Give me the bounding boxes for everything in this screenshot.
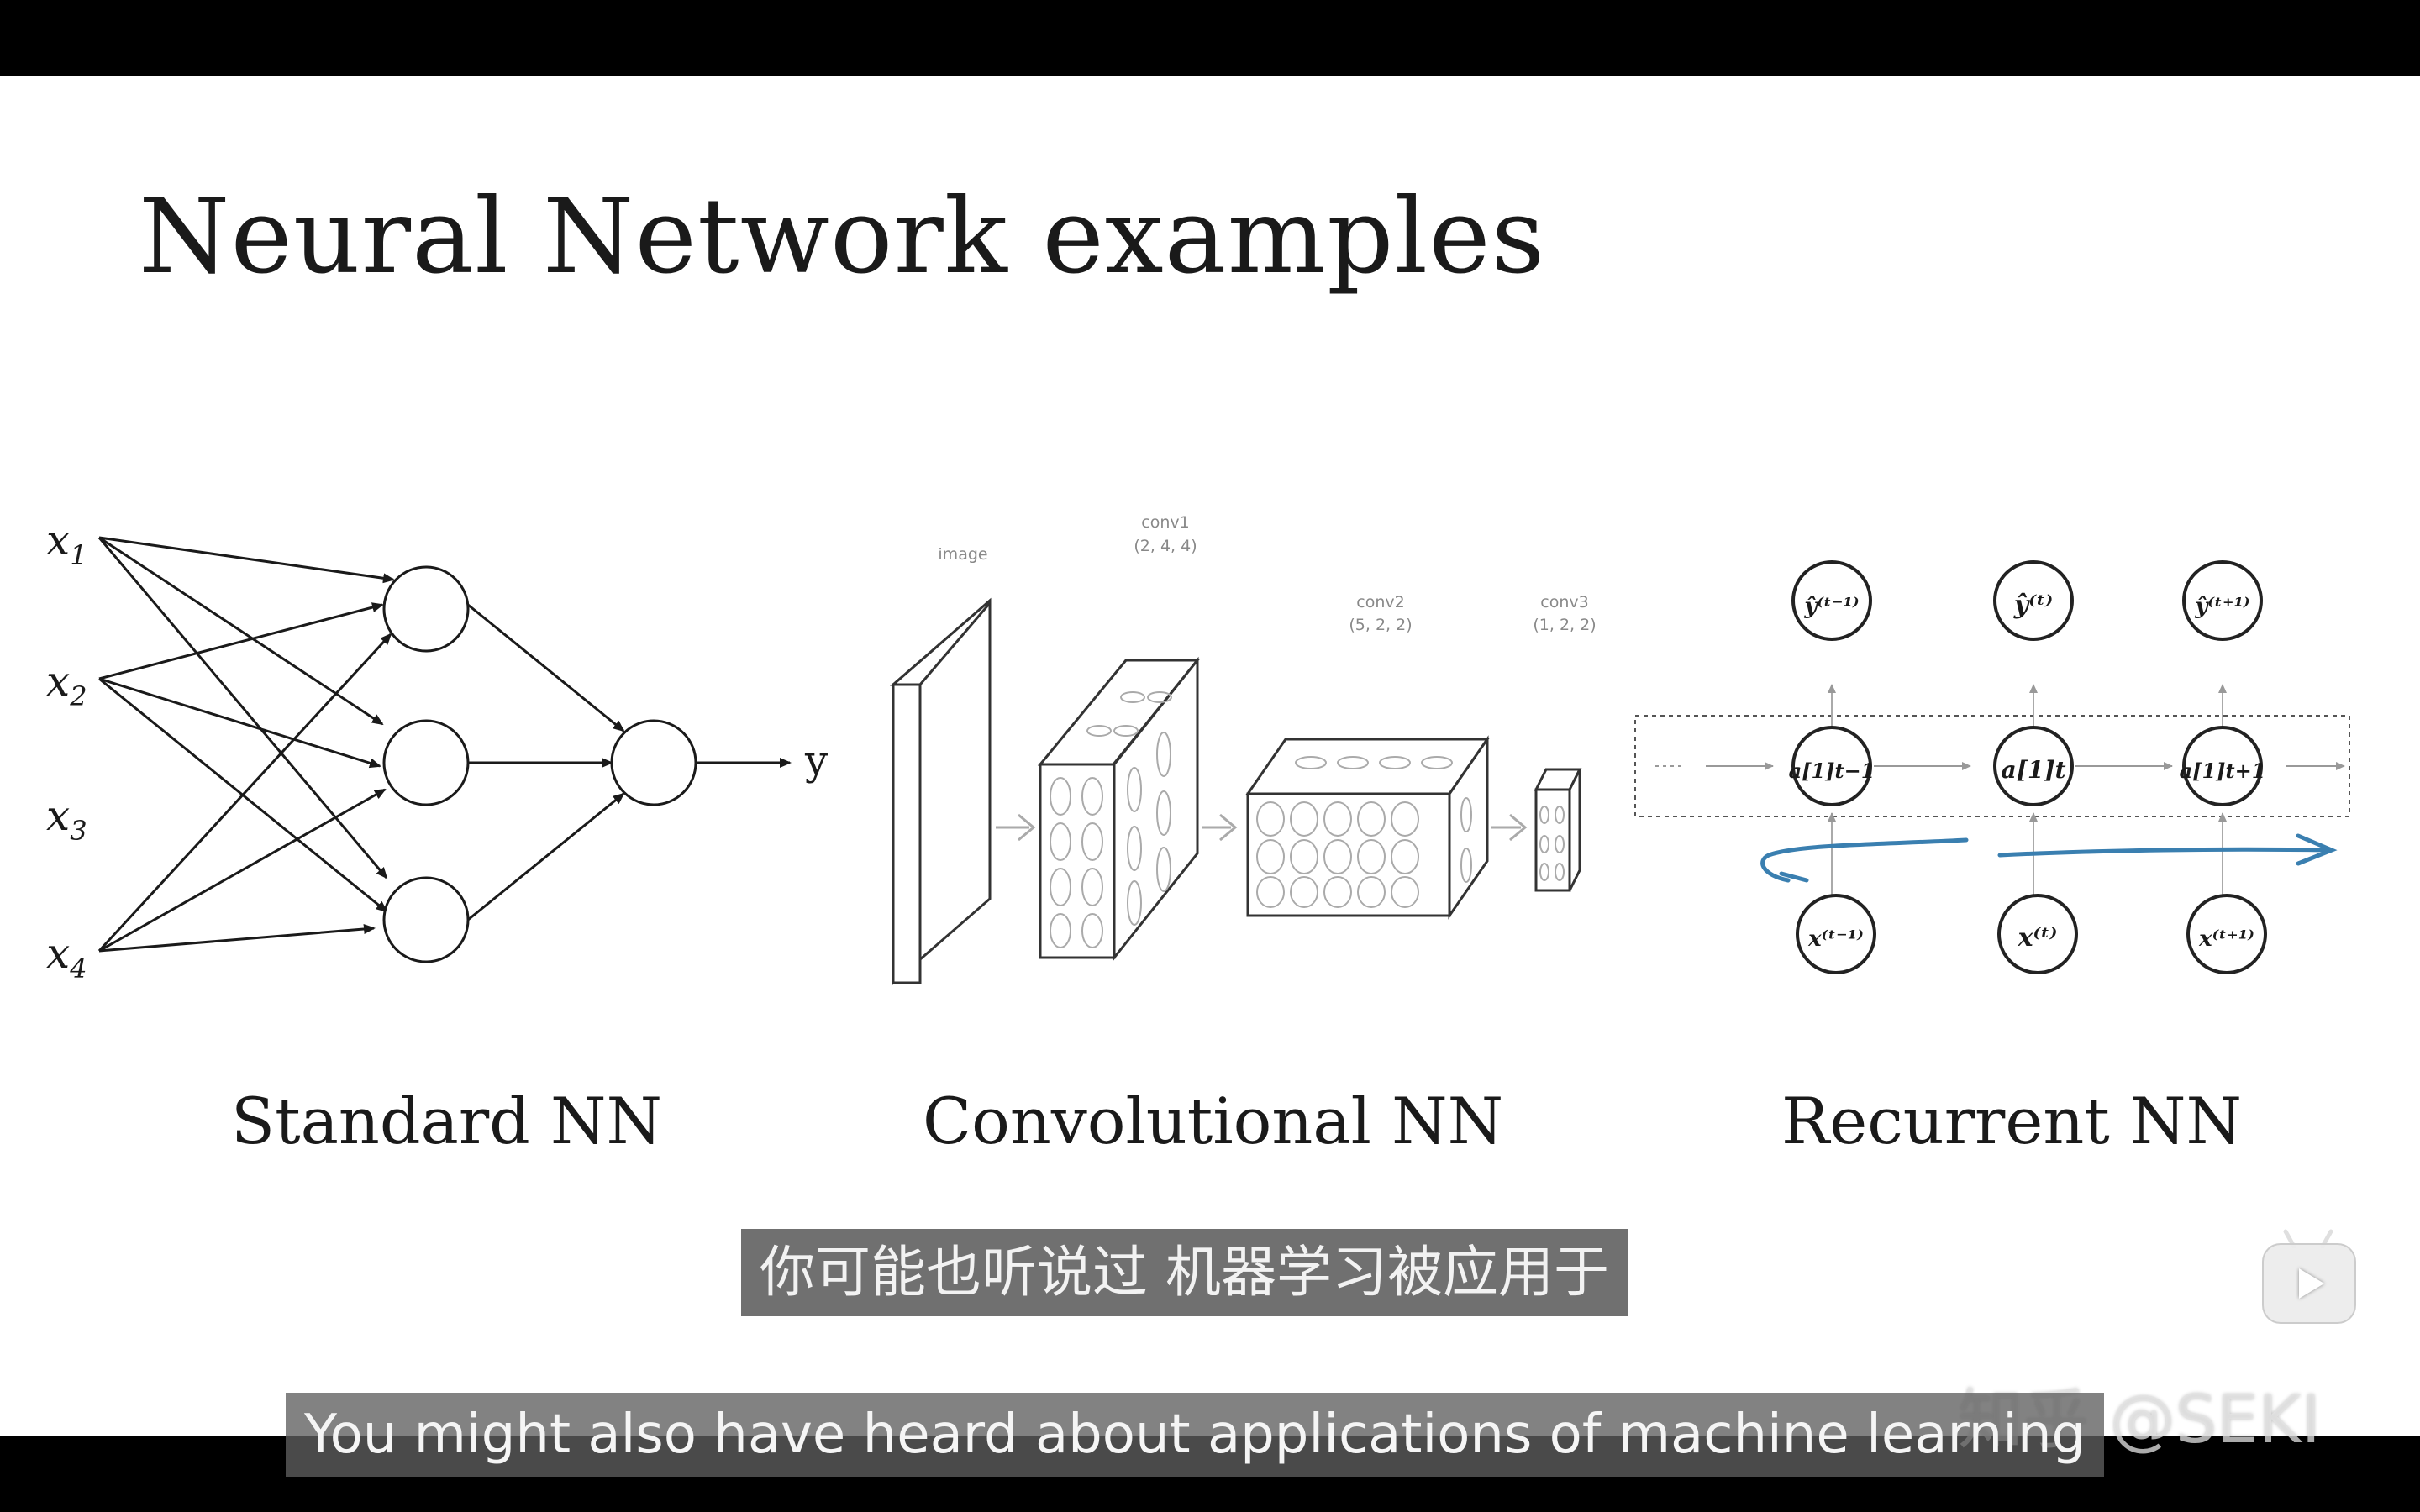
rnn-output-label-3: ŷ⁽ᵗ⁺¹⁾ [2194, 594, 2249, 619]
label-conv1-dims: (2, 4, 4) [1134, 537, 1197, 555]
rnn-input-label-1: x⁽ᵗ⁻¹⁾ [1807, 927, 1864, 952]
caption-convolutional-nn: Convolutional NN [923, 1084, 1504, 1158]
rnn-output-label-1: ŷ⁽ᵗ⁻¹⁾ [1803, 594, 1859, 619]
label-conv1: conv1 [1141, 513, 1189, 532]
standard-nn-diagram [97, 536, 792, 963]
rnn-input-label-2: x⁽ᵗ⁾ [2018, 923, 2058, 953]
rnn-output-node-3 [2182, 560, 2263, 641]
output-y: y [804, 738, 828, 785]
caption-standard-nn: Standard NN [231, 1084, 662, 1158]
rnn-input-label-3: x⁽ᵗ⁺¹⁾ [2198, 927, 2254, 952]
rnn-output-label-2: ŷ⁽ᵗ⁾ [2013, 591, 2053, 620]
rnn-input-node-3 [2186, 894, 2267, 974]
rnn-labels: ŷ⁽ᵗ⁻¹⁾ ŷ⁽ᵗ⁾ ŷ⁽ᵗ⁺¹⁾ a[1]t−1 a[1]t a[1]t+1… [1789, 591, 2266, 953]
conv-nn-labels: image conv1 (2, 4, 4) conv2 (5, 2, 2) co… [938, 513, 1596, 634]
input-x4: x4 [46, 929, 87, 984]
rnn-output-node-2 [1993, 560, 2074, 641]
video-frame-slide: Neural Network examples [0, 76, 2420, 1436]
label-conv2: conv2 [1356, 593, 1404, 612]
blue-annotation-arrows [1760, 833, 2338, 883]
subtitle-chinese: 你可能也听说过 机器学习被应用于 [741, 1229, 1628, 1316]
rnn-hidden-node-1 [1791, 726, 1872, 806]
rnn-output-node-1 [1791, 560, 1872, 641]
recurrent-nn-diagram [1634, 560, 2350, 974]
slide-title: Neural Network examples [139, 176, 1546, 297]
rnn-hidden-label-2: a[1]t [2001, 756, 2065, 784]
nn-diagrams: x1 x2 x3 x4 y [46, 513, 2350, 986]
input-x3: x3 [46, 791, 87, 847]
label-conv2-dims: (5, 2, 2) [1349, 616, 1412, 634]
label-conv3-dims: (1, 2, 2) [1533, 616, 1596, 634]
rnn-hidden-node-2 [1993, 726, 2074, 806]
play-video-button[interactable] [2262, 1243, 2356, 1324]
subtitle-english: You might also have heard about applicat… [286, 1393, 2105, 1477]
rnn-hidden-label-3: a[1]t+1 [2180, 759, 2266, 783]
rnn-hidden-label-1: a[1]t−1 [1789, 759, 1876, 783]
label-conv3: conv3 [1540, 593, 1588, 612]
conv-nn-diagram [889, 597, 1582, 986]
standard-nn-labels: x1 x2 x3 x4 y [46, 516, 828, 984]
caption-recurrent-nn: Recurrent NN [1781, 1084, 2242, 1158]
rnn-input-node-1 [1796, 894, 1876, 974]
rnn-input-node-2 [1997, 894, 2078, 974]
input-x1: x1 [46, 516, 87, 571]
rnn-hidden-node-3 [2182, 726, 2263, 806]
label-image: image [938, 545, 987, 564]
input-x2: x2 [46, 657, 87, 712]
